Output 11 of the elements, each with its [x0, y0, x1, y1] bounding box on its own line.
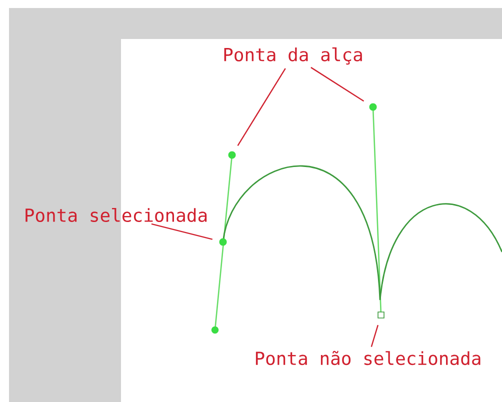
handle-point: [228, 151, 236, 159]
leader-line: [310, 66, 364, 102]
leader-line: [370, 324, 379, 347]
handle-point: [369, 103, 377, 111]
callout-label: Ponta da alça: [224, 47, 362, 65]
leader-line: [237, 68, 286, 146]
callout-label: Ponta não selecionada: [256, 350, 480, 366]
anchor-point: [378, 312, 384, 318]
handle-point: [219, 238, 227, 246]
leader-line: [151, 223, 213, 240]
callout-label: Ponta selecionada: [26, 208, 207, 222]
